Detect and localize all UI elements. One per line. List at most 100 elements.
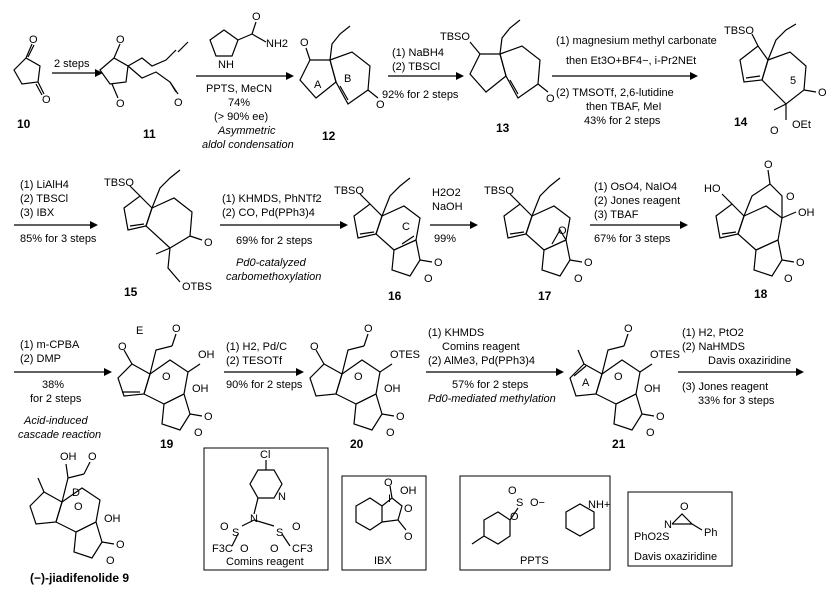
atom-o: O (646, 427, 655, 439)
step-2-line-1: PPTS, MeCN (206, 83, 272, 95)
step-12-line-1: (1) H2, PtO2 (682, 327, 744, 339)
atom-o: O (424, 273, 433, 285)
atom-o: O (584, 257, 593, 269)
step-11-line-1: (1) KHMDS (428, 327, 484, 339)
atom-oh: OH (400, 485, 417, 497)
compound-label-18: 18 (754, 287, 768, 301)
atom-tbso: TBSO (104, 177, 134, 189)
atom-o: O (614, 371, 623, 383)
compound-label-13: 13 (496, 121, 510, 135)
step-3-line-3: 92% for 2 steps (382, 89, 459, 101)
step-7-line-1: H2O2 (432, 187, 461, 199)
structure-jiadifenolide-9: OH O O OH O O D (29, 451, 125, 567)
atom-o: O (510, 511, 519, 523)
step-5-line-1: (1) LiAlH4 (20, 179, 69, 191)
atom-o: O (204, 237, 213, 249)
atom-nh-plus: NH+ (588, 499, 610, 511)
atom-i: I (388, 493, 391, 505)
step-3-line-2: (2) TBSCl (392, 61, 440, 73)
atom-o: O (386, 427, 395, 439)
atom-o: O (354, 371, 363, 383)
structure-17: TBSO O O O (484, 177, 593, 285)
structure-18: HO O O OH O O (704, 159, 815, 285)
atom-o: O (786, 191, 795, 203)
compound-label-17: 17 (538, 289, 552, 303)
atom-pho2s: PhO2S (634, 531, 669, 543)
structure-14: TBSO O 5 O OEt (724, 23, 827, 137)
step-5-line-2: (2) TBSCl (20, 193, 68, 205)
atom-o: O (574, 273, 583, 285)
atom-tbso: TBSO (440, 31, 470, 43)
step-4-line-3: (2) TMSOTf, 2,6-lutidine (556, 87, 674, 99)
compound-label-20: 20 (350, 437, 364, 451)
step-4-line-5: 43% for 2 steps (584, 115, 661, 127)
compound-label-16: 16 (388, 289, 402, 303)
atom-o: O (508, 485, 517, 497)
atom-cf3: CF3 (292, 543, 313, 555)
ring-label-d: D (72, 487, 80, 499)
step-9-line-6: cascade reaction (18, 429, 101, 441)
step-7-line-3: 99% (434, 233, 456, 245)
atom-o-minus: O− (530, 497, 545, 509)
atom-o: O (624, 323, 633, 335)
atom-o: O (818, 87, 827, 99)
ring-label-b: B (344, 73, 351, 85)
ester-label-e: E (136, 325, 143, 337)
davis-oxaziridine-label: Davis oxaziridine (634, 551, 717, 563)
atom-o: O (434, 257, 443, 269)
step-4-line-4: then TBAF, MeI (586, 101, 662, 113)
step-10-line-3: 90% for 2 steps (226, 379, 303, 391)
atom-o: O (770, 125, 779, 137)
ibx-label: IBX (374, 555, 392, 567)
atom-tbso: TBSO (334, 185, 364, 197)
step-8-line-2: (2) Jones reagent (594, 195, 680, 207)
atom-o: O (116, 34, 125, 46)
atom-o: O (404, 503, 413, 515)
atom-o: O (764, 159, 773, 171)
structure-16: TBSO O O C (334, 177, 443, 285)
step-3-line-1: (1) NaBH4 (392, 47, 444, 59)
atom-oh: OH (198, 349, 215, 361)
step-2-line-2: 74% (228, 97, 250, 109)
step-12-line-3: Davis oxaziridine (708, 355, 791, 367)
atom-o: O (118, 341, 127, 353)
structure-10: O O (13, 34, 51, 106)
ring-label-a: A (582, 377, 590, 389)
step-2-line-3: (> 90% ee) (214, 111, 268, 123)
step-11-line-3: (2) AlMe3, Pd(PPh3)4 (428, 355, 535, 367)
step-12-line-2: (2) NaHMDS (682, 341, 745, 353)
atom-o: O (396, 411, 405, 423)
atom-otes: OTES (650, 349, 680, 361)
step-6-line-5: carbomethoxylation (226, 271, 321, 283)
atom-s: S (276, 527, 283, 539)
comins-reagent-label: Comins reagent (226, 556, 304, 568)
structure-12: O O A B (299, 25, 385, 111)
atom-o: O (558, 225, 567, 237)
step-5-line-3: (3) IBX (20, 207, 55, 219)
step-9-line-2: (2) DMP (20, 353, 61, 365)
step-2-line-4: Asymmetric (217, 125, 276, 137)
atom-o: O (74, 501, 83, 513)
ring-label-a: A (314, 79, 322, 91)
step-9-line-1: (1) m-CPBA (20, 339, 80, 351)
step-4-line-2: then Et3O+BF4−, i-Pr2NEt (566, 55, 696, 67)
atom-o: O (252, 11, 261, 23)
atom-o: O (174, 97, 183, 109)
atom-o: O (270, 543, 279, 555)
ppts-box: O O O− S NH+ PPTS (459, 475, 611, 571)
prolinamide-catalyst: O NH2 NH (209, 11, 288, 71)
atom-o: O (796, 257, 805, 269)
atom-o: O (656, 411, 665, 423)
atom-n: N (278, 491, 286, 503)
atom-oh: OH (384, 383, 401, 395)
step-12-line-4: (3) Jones reagent (682, 381, 768, 393)
compound-label-21: 21 (612, 437, 626, 451)
atom-tbso: TBSO (484, 185, 514, 197)
atom-o: O (300, 37, 309, 49)
compound-label-15: 15 (124, 285, 138, 299)
atom-oh: OH (60, 451, 77, 463)
step-7-line-2: NaOH (432, 201, 463, 213)
atom-o: O (310, 341, 319, 353)
step-8-line-3: (3) TBAF (594, 209, 639, 221)
